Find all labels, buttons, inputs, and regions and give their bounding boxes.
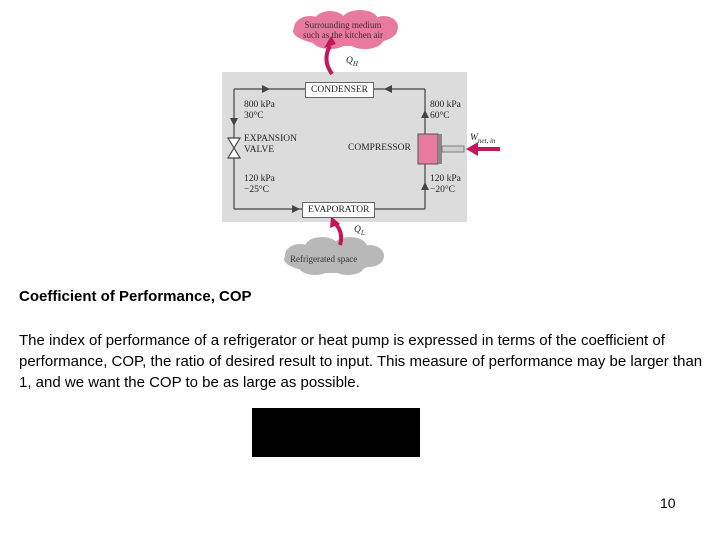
compressor-label: COMPRESSOR [348, 143, 411, 153]
wnet-symbol: W [470, 133, 478, 143]
cloud-top-text: Surrounding medium such as the kitchen a… [303, 20, 383, 40]
wnet-subscript: net, in [477, 136, 496, 145]
state-top-right: 800 kPa 60°C [430, 100, 461, 122]
qh-arrow [324, 45, 334, 76]
redacted-block [252, 408, 420, 457]
cloud-top-line-2: such as the kitchen air [303, 30, 383, 40]
ql-label: QL [354, 225, 365, 239]
refrigerated-space-cloud [284, 237, 384, 275]
expansion-valve-label: EXPANSION VALVE [244, 134, 297, 156]
section-heading: Coefficient of Performance, COP [19, 288, 252, 305]
compressor-symbol [417, 133, 465, 165]
state-top-left: 800 kPa 30°C [244, 100, 275, 122]
state-bottom-right-pressure: 120 kPa [430, 174, 461, 184]
body-paragraph: The index of performance of a refrigerat… [19, 332, 703, 391]
cloud-bottom-text: Refrigerated space [290, 254, 358, 264]
qh-subscript: H [352, 59, 358, 68]
state-top-right-temp: 60°C [430, 111, 450, 121]
ql-symbol: Q [354, 225, 361, 235]
qh-symbol: Q [346, 56, 353, 66]
condenser-box: CONDENSER [305, 82, 375, 98]
page-number: 10 [660, 495, 676, 511]
state-bottom-left-temp: −25°C [244, 185, 269, 195]
state-top-right-pressure: 800 kPa [430, 100, 461, 110]
expansion-valve-line-2: VALVE [244, 145, 275, 155]
state-bottom-left: 120 kPa −25°C [244, 174, 275, 196]
ql-subscript: L [360, 228, 365, 237]
state-bottom-right: 120 kPa −20°C [430, 174, 461, 196]
qh-label: QH [346, 56, 358, 70]
wnet-label: Wnet, in [470, 133, 495, 147]
state-top-left-temp: 30°C [244, 111, 264, 121]
state-top-left-pressure: 800 kPa [244, 100, 275, 110]
state-bottom-left-pressure: 120 kPa [244, 174, 275, 184]
expansion-valve-symbol [226, 137, 242, 159]
state-bottom-right-temp: −20°C [430, 185, 455, 195]
expansion-valve-line-1: EXPANSION [244, 134, 297, 144]
cloud-top-line-1: Surrounding medium [304, 20, 382, 30]
flow-arrows [230, 85, 429, 213]
surrounding-medium-cloud [293, 10, 398, 49]
refrigeration-cycle-diagram: Surrounding medium such as the kitchen a… [222, 10, 500, 275]
evaporator-box: EVAPORATOR [302, 202, 376, 218]
